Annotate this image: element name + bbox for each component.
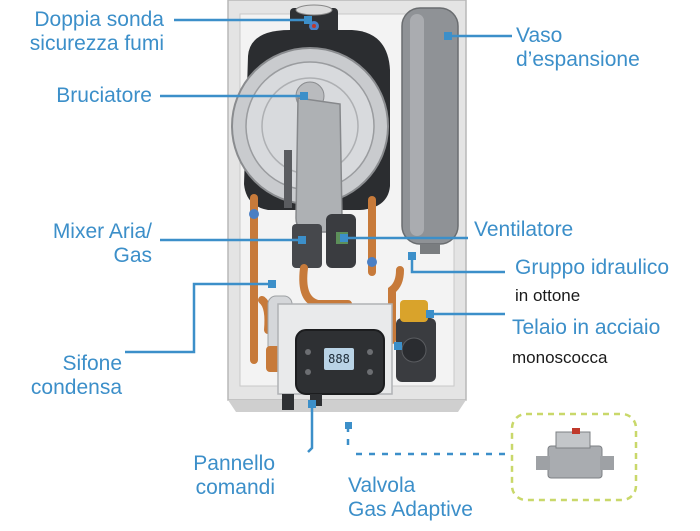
- label-telaio-sub: monoscocca: [512, 348, 608, 367]
- label-valvola: Valvola Gas Adaptive: [348, 474, 473, 521]
- label-mixer: Mixer Aria/ Gas: [52, 220, 152, 267]
- label-pannello: Pannello comandi: [193, 452, 275, 499]
- valve-dashed-connector: [346, 426, 512, 456]
- callout-lines: [125, 18, 512, 453]
- hydraulic-group: [396, 300, 436, 382]
- label-doppia-sonda: Doppia sonda sicurezza fumi: [29, 8, 164, 55]
- label-ventilatore: Ventilatore: [474, 218, 574, 241]
- label-vaso: Vaso d’espansione: [516, 24, 640, 71]
- label-gruppo: Gruppo idraulico: [515, 256, 670, 279]
- expansion-vessel: [401, 7, 459, 254]
- label-gruppo-sub: in ottone: [515, 286, 581, 305]
- label-bruciatore: Bruciatore: [56, 84, 152, 107]
- control-panel-body: [277, 303, 393, 410]
- label-sifone: Sifone condensa: [30, 352, 122, 399]
- air-gas-mixer: [292, 224, 322, 268]
- panel-display: 888: [328, 352, 350, 366]
- gas-valve-box: [510, 412, 638, 502]
- burner: [231, 47, 389, 233]
- label-telaio: Telaio in acciaio: [512, 316, 661, 339]
